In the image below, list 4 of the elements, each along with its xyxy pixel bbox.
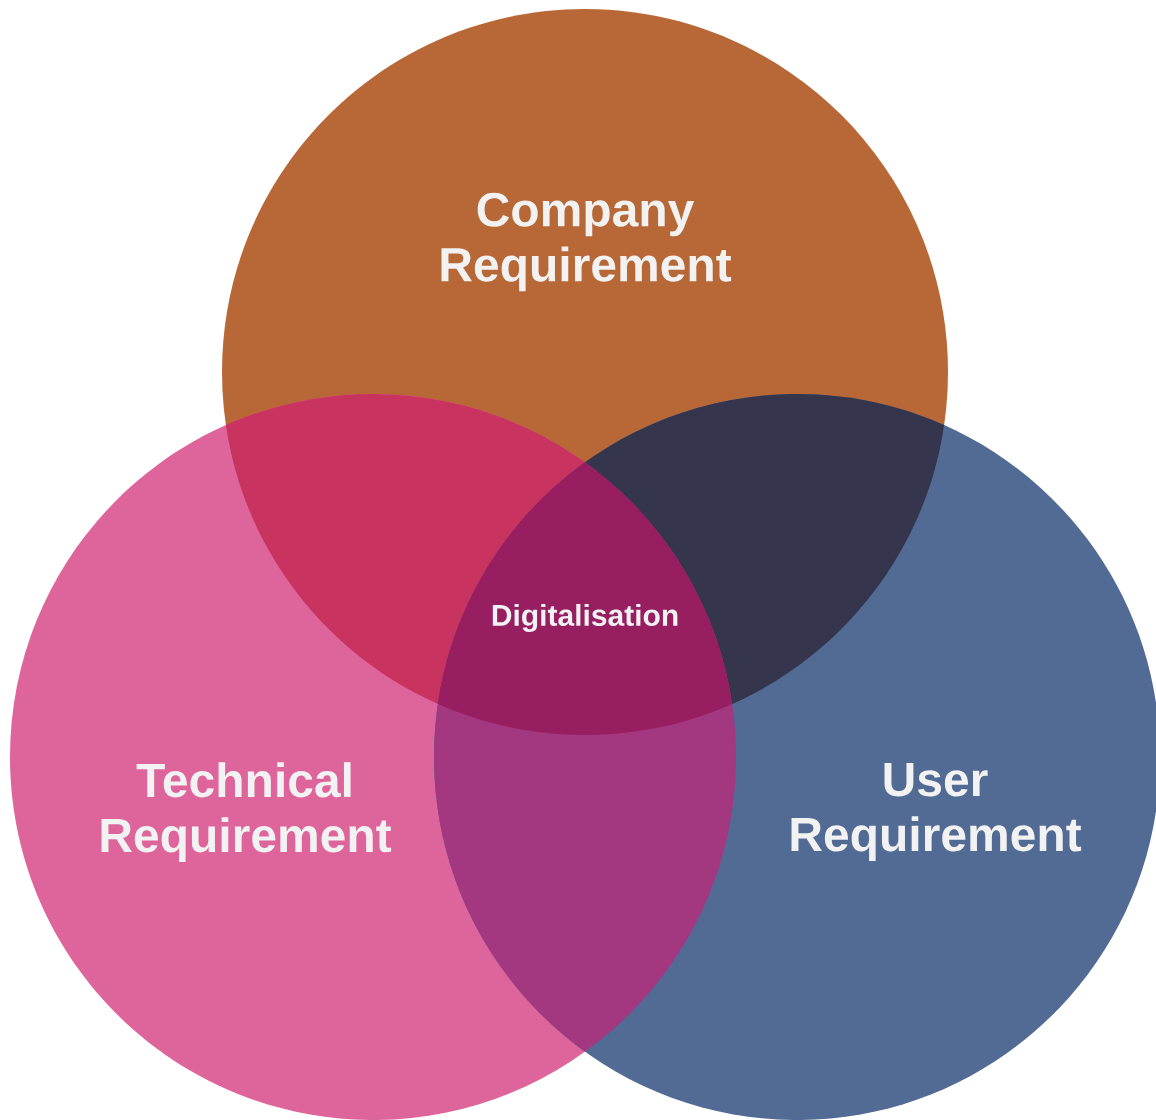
region-label: Digitalisation [492,603,678,633]
circle-label: Technical Requirement [101,762,392,862]
circle-label: User Requirement [791,763,1082,861]
circle-label: Company Requirement [441,192,732,292]
